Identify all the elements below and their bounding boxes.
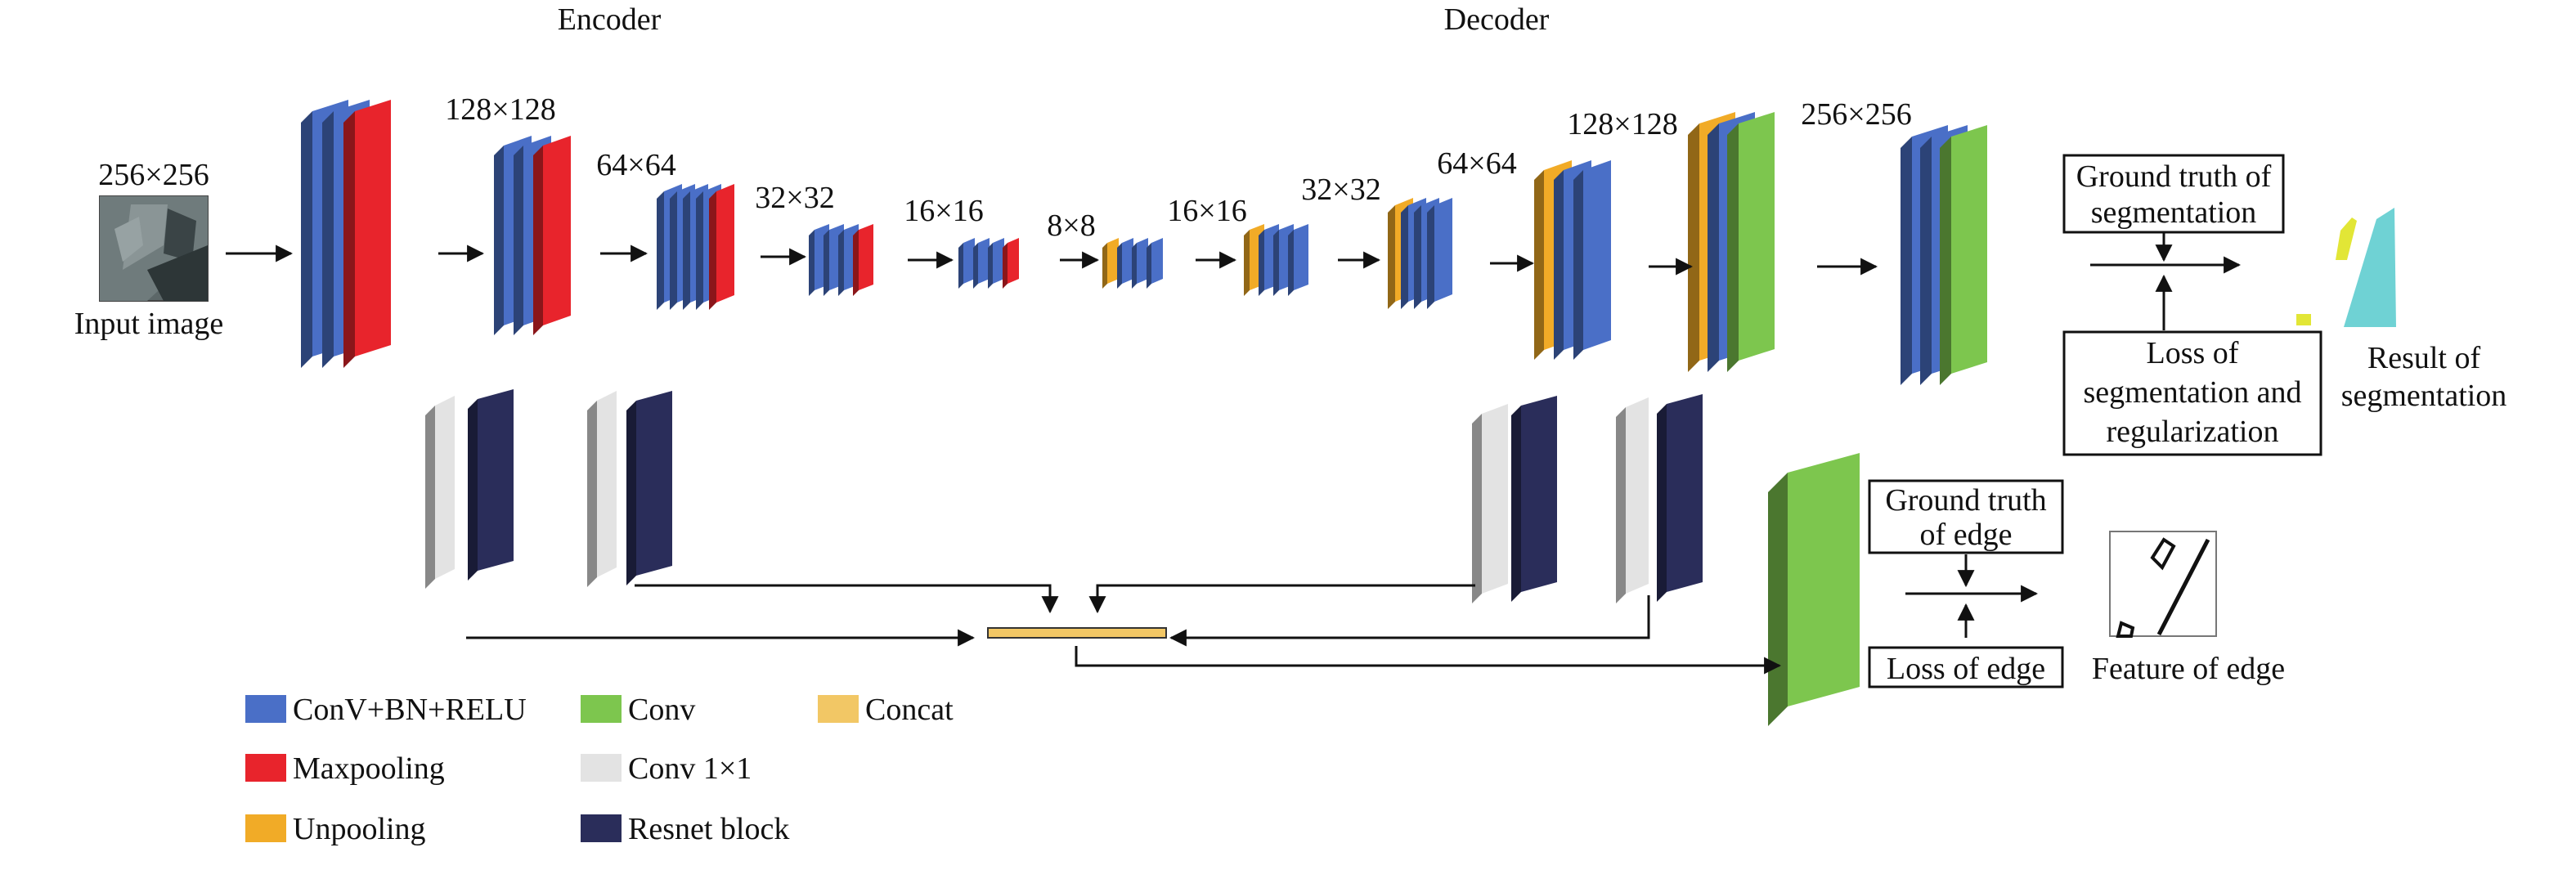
legend-swatch bbox=[581, 695, 622, 723]
dec-block-6-slab-2 bbox=[1940, 125, 1987, 385]
seg-loss-line3: regularization bbox=[2106, 415, 2278, 449]
dec2-size-label: 32×32 bbox=[1301, 173, 1380, 207]
skip-connections bbox=[466, 584, 1782, 675]
enc-block-5-slab-1 bbox=[973, 238, 990, 289]
legend-swatch bbox=[245, 754, 286, 782]
enc-block-5-slab-0 bbox=[958, 238, 975, 289]
legend-label: ConV+BN+RELU bbox=[293, 693, 527, 727]
skip-resnet-1 bbox=[468, 389, 514, 581]
concat-bar bbox=[987, 627, 1167, 639]
encoder-heading: Encoder bbox=[558, 2, 662, 37]
skip-line-left bbox=[635, 584, 1059, 614]
legend-item: Conv bbox=[581, 693, 695, 727]
edge-gt-line1: Ground truth bbox=[1885, 483, 2046, 518]
layer-blocks bbox=[301, 100, 1987, 726]
enc-block-5-slab-3 bbox=[1003, 238, 1019, 289]
dec-block-2-slab-3 bbox=[1288, 224, 1308, 296]
legend-swatch bbox=[245, 814, 286, 842]
legend-swatch bbox=[818, 695, 859, 723]
concat-output-arrow bbox=[1075, 646, 1782, 675]
legend-swatch bbox=[581, 754, 622, 782]
legend-item: Concat bbox=[818, 693, 954, 727]
input-image-label: Input image bbox=[74, 307, 224, 341]
legend-label: Concat bbox=[865, 693, 954, 727]
skip-conv1x1-1 bbox=[425, 396, 455, 589]
legend-label: Conv bbox=[628, 693, 695, 727]
edge-gt-line2: of edge bbox=[1920, 518, 2013, 552]
skip-conv1x1-3 bbox=[1472, 404, 1508, 603]
enc4-size-label: 16×16 bbox=[904, 194, 983, 228]
enc-block-3-slab-4 bbox=[709, 184, 734, 310]
dec-block-1-slab-0 bbox=[1102, 238, 1119, 289]
skip-resnet-2 bbox=[626, 391, 672, 585]
seg-gt-box bbox=[2062, 154, 2285, 234]
dec1-size-label: 16×16 bbox=[1167, 194, 1246, 228]
dec-block-1-slab-2 bbox=[1132, 238, 1148, 289]
edge-head: Ground truth of edge Loss of edge Featur… bbox=[1868, 479, 2285, 688]
dec-block-1-slab-3 bbox=[1147, 238, 1163, 289]
edge-gt-box bbox=[1868, 479, 2064, 554]
enc1-size-label: 128×128 bbox=[445, 92, 555, 127]
input-image-thumbnail bbox=[99, 195, 209, 302]
enc-block-1-slab-2 bbox=[343, 100, 391, 368]
seg-gt-line1: Ground truth of bbox=[2076, 159, 2272, 194]
skip-line-right bbox=[1088, 584, 1475, 614]
dec-block-1-slab-1 bbox=[1117, 238, 1133, 289]
skip-resnet-4 bbox=[1657, 394, 1703, 602]
legend-label: Conv 1×1 bbox=[628, 751, 752, 786]
seg-loss-box bbox=[2062, 330, 2322, 456]
skip-resnet-3 bbox=[1511, 396, 1557, 602]
legend-swatch bbox=[245, 695, 286, 723]
bottleneck-size-label: 8×8 bbox=[1047, 209, 1095, 243]
seg-result-line1: Result of bbox=[2367, 341, 2481, 375]
seg-loss-line2: segmentation and bbox=[2084, 375, 2302, 410]
edge-conv-slab bbox=[1768, 453, 1860, 726]
segmentation-head: Ground truth of segmentation Loss of seg… bbox=[2062, 154, 2507, 456]
dec-block-5-slab-2 bbox=[1727, 112, 1775, 372]
dec4-size-label: 128×128 bbox=[1567, 107, 1677, 141]
edge-feature-label: Feature of edge bbox=[2092, 652, 2285, 686]
enc-block-5-slab-2 bbox=[988, 238, 1004, 289]
dec-block-4-slab-2 bbox=[1573, 160, 1611, 360]
legend-label: Unpooling bbox=[293, 812, 426, 846]
legend-swatch bbox=[581, 814, 622, 842]
legend-item: Unpooling bbox=[245, 812, 426, 846]
seg-gt-line2: segmentation bbox=[2091, 195, 2257, 230]
pipeline-arrows bbox=[226, 244, 1878, 276]
legend-item: Conv 1×1 bbox=[581, 751, 752, 786]
edge-loss-label: Loss of edge bbox=[1887, 652, 2045, 686]
decoder-heading: Decoder bbox=[1444, 2, 1550, 37]
skip-conv1x1-4 bbox=[1616, 397, 1649, 603]
skip-conv1x1-2 bbox=[587, 391, 617, 587]
legend-label: Maxpooling bbox=[293, 751, 445, 786]
edge-feature-image bbox=[2109, 531, 2217, 638]
seg-loss-line1: Loss of bbox=[2147, 336, 2239, 370]
dec-block-3-slab-3 bbox=[1427, 198, 1452, 309]
enc3-size-label: 32×32 bbox=[755, 181, 834, 215]
legend-item: Maxpooling bbox=[245, 751, 445, 786]
input-size-label: 256×256 bbox=[98, 158, 209, 192]
legend-item: ConV+BN+RELU bbox=[245, 693, 527, 727]
edge-loss-box bbox=[1868, 646, 2064, 688]
concat-input-right bbox=[1169, 595, 1650, 647]
dec5-size-label: 256×256 bbox=[1801, 97, 1911, 132]
seg-result-line2: segmentation bbox=[2341, 379, 2507, 413]
enc2-size-label: 64×64 bbox=[596, 148, 675, 182]
legend-item: Resnet block bbox=[581, 812, 789, 846]
legend-label: Resnet block bbox=[628, 812, 789, 846]
dec3-size-label: 64×64 bbox=[1437, 146, 1516, 181]
enc-block-2-slab-2 bbox=[533, 136, 571, 335]
enc-block-4-slab-3 bbox=[853, 224, 873, 296]
segmentation-result-image bbox=[2296, 208, 2396, 327]
